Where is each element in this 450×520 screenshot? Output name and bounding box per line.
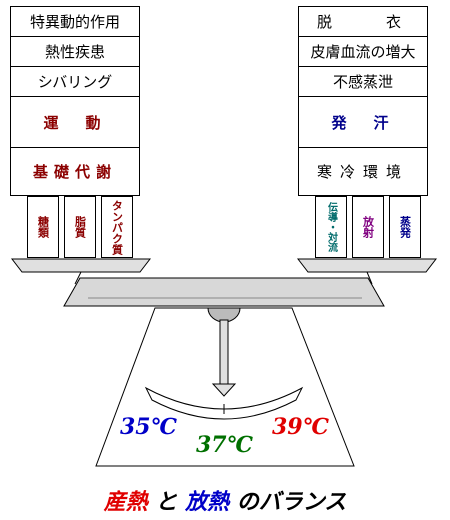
right-row-skin-blood-flow: 皮膚血流の増大 (298, 36, 428, 67)
caption-and: と (155, 489, 178, 515)
right-row-undressing: 脱 衣 (298, 6, 428, 37)
right-col-conduction-convection: 伝導・対流 (315, 196, 347, 258)
left-row-exercise: 運 動 (10, 96, 140, 148)
left-row-specific-dynamic-action: 特異動的作用 (10, 6, 140, 37)
caption-heat-loss: 放熱 (185, 489, 230, 515)
heat-production-stack: 特異動的作用 熱性疾患 シバリング 運 動 基礎代謝 (10, 6, 140, 196)
left-row-basal-metabolism: 基礎代謝 (10, 147, 140, 196)
left-col-carbohydrate: 糖類 (27, 196, 59, 258)
temp-low-label: 35℃ (120, 414, 177, 440)
right-row-cold-environment: 寒冷環境 (298, 147, 428, 196)
dial-arc (144, 386, 304, 420)
temp-high-label: 39℃ (272, 414, 329, 440)
right-col-evaporation: 蒸発 (389, 196, 421, 258)
right-row-sweating: 発 汗 (298, 96, 428, 148)
scale-needle (219, 319, 229, 385)
left-row-shivering: シバリング (10, 66, 140, 97)
right-row-insensible-perspiration: 不感蒸泄 (298, 66, 428, 97)
right-pan (296, 258, 438, 273)
caption-balance: のバランス (236, 489, 347, 515)
heat-loss-stack: 脱 衣 皮膚血流の増大 不感蒸泄 発 汗 寒冷環境 (298, 6, 428, 196)
caption-heat-production: 産熱 (103, 489, 148, 515)
right-col-radiation: 放射 (352, 196, 384, 258)
left-col-protein: タンパク質 (101, 196, 133, 258)
scale-beam (63, 277, 385, 307)
temp-normal-label: 37℃ (196, 432, 253, 458)
left-pan (10, 258, 152, 273)
left-row-febrile-disease: 熱性疾患 (10, 36, 140, 67)
left-col-fat: 脂質 (64, 196, 96, 258)
balance-caption: 産熱 と 放熱 のバランス (0, 484, 450, 516)
needle-arrow (211, 383, 237, 397)
